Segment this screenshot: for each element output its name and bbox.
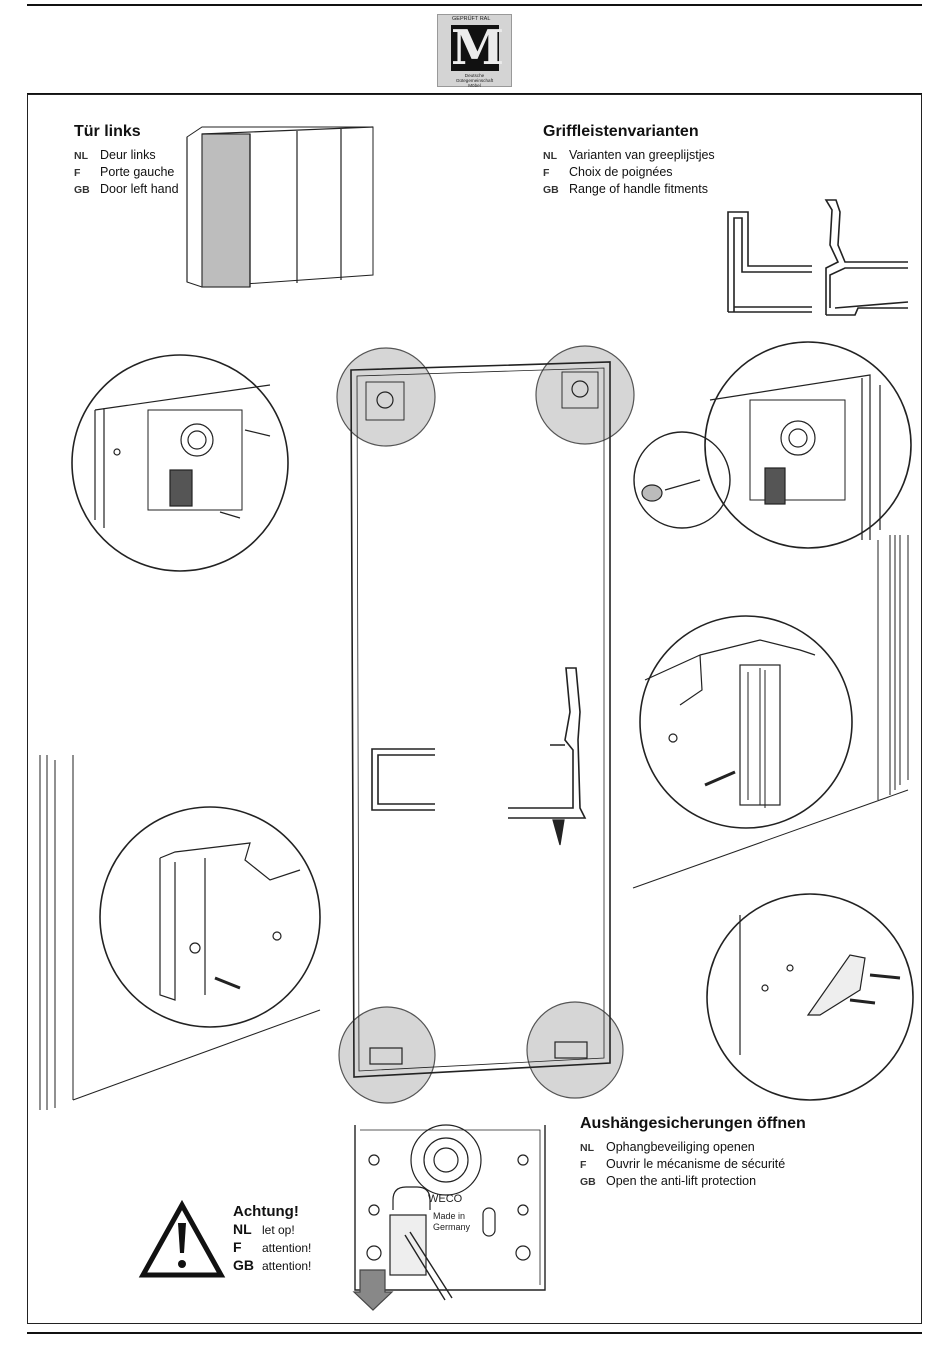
handle-profile-variants bbox=[727, 199, 909, 316]
lang-text: Range of handle fitments bbox=[569, 182, 708, 196]
detail-right-handle bbox=[632, 535, 909, 889]
logo-top-text: GEPRÜFT RAL bbox=[452, 16, 491, 22]
door-left-nl: NL Deur links bbox=[74, 148, 156, 162]
anti-lift-f: F Ouvrir le mécanisme de sécurité bbox=[580, 1157, 785, 1171]
lang-text: Ouvrir le mécanisme de sécurité bbox=[606, 1157, 786, 1171]
roller-brand: WECO bbox=[428, 1193, 463, 1205]
detail-bottom-right-lock bbox=[706, 893, 914, 1101]
lang-code: NL bbox=[74, 150, 88, 162]
wardrobe-thumbnail bbox=[186, 126, 374, 288]
door-panel bbox=[336, 345, 635, 1104]
detail-top-right-roller bbox=[633, 341, 912, 549]
detail-left-handle bbox=[39, 755, 321, 1110]
lang-text: Ophangbeveiliging openen bbox=[606, 1140, 755, 1154]
logo-mark bbox=[451, 25, 499, 71]
logo-caption-line: Deutsche bbox=[464, 73, 485, 78]
anti-lift-gb: GB Open the anti-lift protection bbox=[580, 1174, 756, 1188]
lang-text: Door left hand bbox=[100, 182, 179, 196]
lang-code: F bbox=[580, 1159, 587, 1171]
door-left-gb: GB Door left hand bbox=[74, 182, 179, 196]
lang-text: Deur links bbox=[100, 148, 156, 162]
handles-nl: NL Varianten van greeplijstjes bbox=[543, 148, 715, 162]
warning-title: Achtung! bbox=[233, 1203, 299, 1220]
lang-code: NL bbox=[233, 1221, 252, 1237]
lang-text: Open the anti-lift protection bbox=[606, 1174, 757, 1188]
arrow-down-icon bbox=[352, 1269, 394, 1311]
lang-code: F bbox=[543, 167, 550, 179]
lang-code: NL bbox=[543, 150, 557, 162]
roller-made-in: Made in bbox=[433, 1211, 465, 1221]
lang-code: F bbox=[233, 1239, 242, 1255]
bottom-right-highlight-circle bbox=[526, 1001, 624, 1099]
lang-text: attention! bbox=[262, 1241, 312, 1255]
warning-triangle-icon bbox=[138, 1199, 226, 1278]
lang-code: GB bbox=[74, 184, 90, 196]
roller-germany: Germany bbox=[433, 1222, 471, 1232]
logo-letter: M bbox=[451, 20, 505, 76]
lang-text: Varianten van greeplijstjes bbox=[569, 148, 715, 162]
lang-text: Porte gauche bbox=[100, 165, 175, 179]
door-left-title: Tür links bbox=[74, 123, 141, 140]
bottom-left-highlight-circle bbox=[338, 1006, 436, 1104]
lang-code: GB bbox=[233, 1257, 254, 1273]
warning-nl: NL let op! bbox=[233, 1221, 295, 1237]
anti-lift-nl: NL Ophangbeveiliging openen bbox=[580, 1140, 755, 1154]
anti-lift-title: Aushängesicherungen öffnen bbox=[580, 1115, 806, 1132]
logo-caption-line: Möbel bbox=[468, 83, 481, 88]
lang-code: GB bbox=[543, 184, 559, 196]
ral-quality-logo: GEPRÜFT RAL M Deutsche Gütegemeinschaft … bbox=[437, 14, 512, 88]
lang-text: attention! bbox=[262, 1259, 312, 1273]
left-door-highlight bbox=[201, 133, 251, 288]
warning-gb: GB attention! bbox=[233, 1257, 311, 1273]
bottom-rule bbox=[27, 1332, 922, 1334]
lang-code: F bbox=[74, 167, 81, 179]
door-left-f: F Porte gauche bbox=[74, 165, 174, 179]
lang-text: let op! bbox=[262, 1223, 295, 1237]
lang-code: NL bbox=[580, 1142, 594, 1154]
logo-caption-line: Gütegemeinschaft bbox=[455, 78, 494, 83]
instruction-frame bbox=[27, 94, 922, 1324]
top-rule bbox=[27, 4, 922, 6]
detail-anti-lift-roller bbox=[352, 1124, 546, 1311]
handles-title: Griffleistenvarianten bbox=[543, 123, 699, 140]
logo-caption: Deutsche Gütegemeinschaft Möbel bbox=[438, 73, 511, 88]
handles-f: F Choix de poignées bbox=[543, 165, 673, 179]
top-left-highlight-circle bbox=[336, 347, 436, 447]
detail-top-left-roller bbox=[71, 354, 289, 572]
lang-text: Choix de poignées bbox=[569, 165, 673, 179]
lang-code: GB bbox=[580, 1176, 596, 1188]
handles-gb: GB Range of handle fitments bbox=[543, 182, 708, 196]
